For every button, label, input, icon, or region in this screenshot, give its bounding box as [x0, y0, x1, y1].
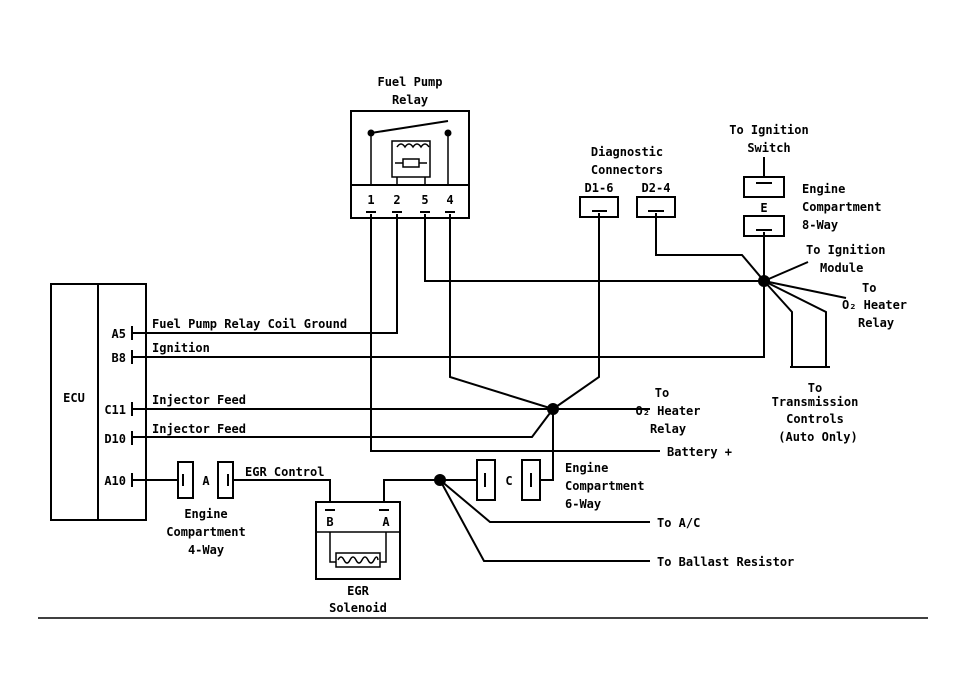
o2-heater-top-line-3: Relay: [858, 316, 894, 330]
egr-line-2: Solenoid: [329, 601, 387, 615]
splice-injector: [547, 403, 559, 415]
ecu-pin-b8: B8: [112, 351, 126, 365]
egr-pin-b: B: [326, 515, 333, 529]
wire-fuel-pump-ground: [132, 214, 398, 334]
eng-comp-8way-connector-label: E: [760, 201, 767, 215]
connector-a-line-1: Engine: [184, 507, 227, 521]
connector-a-line-3: 4-Way: [188, 543, 224, 557]
egr-pin-a: A: [382, 515, 390, 529]
ignition-switch-plug: [743, 176, 785, 198]
ignition-switch-line-1: To Ignition: [729, 123, 808, 137]
relay-pin-1: 1: [367, 193, 374, 207]
splice-egr: [434, 474, 446, 486]
ecu-pin-c11: C11: [104, 403, 126, 417]
relay-title-1: Fuel Pump: [377, 75, 442, 89]
o2-heater-top-line-2: O₂ Heater: [842, 298, 907, 312]
o2-heater-mid-line-2: O₂ Heater: [635, 404, 700, 418]
o2-heater-top-line-1: To: [862, 281, 876, 295]
connector-c-line-1: Engine: [565, 461, 608, 475]
ecu-label: ECU: [63, 391, 85, 405]
ecu-pin-d10: D10: [104, 432, 126, 446]
o2-heater-mid-line-3: Relay: [650, 422, 686, 436]
o2-heater-mid-line-1: To: [655, 386, 669, 400]
label-fuel-pump-ground: Fuel Pump Relay Coil Ground: [152, 317, 347, 331]
transmission-line-4: (Auto Only): [778, 430, 857, 444]
splice-ignition: [758, 275, 770, 287]
connector-a-label: A: [202, 474, 210, 488]
connector-a: A Engine Compartment 4-Way: [166, 461, 246, 557]
diag-title-1: Diagnostic: [591, 145, 663, 159]
egr-solenoid: B A EGR Solenoid: [315, 501, 401, 615]
eng-comp-8way-line-2: Compartment: [802, 200, 881, 214]
ecu-pin-a10: A10: [104, 474, 126, 488]
ign-module-line-2: Module: [820, 261, 863, 275]
connector-c-label: C: [505, 474, 512, 488]
label-injector-2: Injector Feed: [152, 422, 246, 436]
wire-battery: [370, 214, 660, 452]
relay-pin-5: 5: [421, 193, 428, 207]
wire-d2-4: [655, 213, 765, 282]
label-injector-1: Injector Feed: [152, 393, 246, 407]
ignition-switch-line-2: Switch: [747, 141, 790, 155]
wires: [132, 213, 847, 562]
wire-injector-d10: [132, 408, 554, 438]
transmission-line-2: Transmission: [772, 395, 859, 409]
fuel-pump-relay: Fuel Pump Relay 1 2 5 4: [350, 75, 470, 219]
connector-a-line-2: Compartment: [166, 525, 245, 539]
wire-d1-6: [552, 213, 600, 410]
wire-relay-pin5: [424, 214, 764, 282]
relay-coil-winding: [396, 143, 430, 149]
ign-module-line-1: To Ignition: [806, 243, 885, 257]
relay-pin-4: 4: [446, 193, 453, 207]
relay-coil-box: [391, 140, 431, 178]
diag-conn-d1-6-label: D1-6: [585, 181, 614, 195]
wire-to-ballast: [439, 479, 650, 562]
wire-ignition: [132, 281, 765, 358]
connector-c: C Engine Compartment 6-Way: [476, 459, 644, 511]
ecu-module: ECU A5 B8 C11 D10 A10: [50, 283, 147, 521]
wire-relay-pin4: [449, 214, 554, 410]
transmission-line-3: Controls: [786, 412, 844, 426]
label-to-ballast: To Ballast Resistor: [657, 555, 794, 569]
transmission-line-1: To: [808, 381, 822, 395]
diag-conn-d2-4-label: D2-4: [642, 181, 671, 195]
diag-title-2: Connectors: [591, 163, 663, 177]
egr-coil: [335, 552, 381, 568]
egr-line-1: EGR: [347, 584, 369, 598]
ignition-switch-connector: To Ignition Switch E Engine Compartment …: [729, 123, 881, 237]
connector-c-line-3: 6-Way: [565, 497, 601, 511]
wire-to-ac: [439, 479, 650, 523]
label-ignition: Ignition: [152, 341, 210, 355]
label-egr-control: EGR Control: [245, 465, 324, 479]
label-to-ac: To A/C: [657, 516, 700, 530]
eng-comp-8way-line-1: Engine: [802, 182, 845, 196]
eng-comp-8way-line-3: 8-Way: [802, 218, 838, 232]
relay-pin-2: 2: [393, 193, 400, 207]
ecu-pin-a5: A5: [112, 327, 126, 341]
relay-switch-arm: [370, 120, 449, 134]
relay-title-2: Relay: [392, 93, 428, 107]
connector-c-line-2: Compartment: [565, 479, 644, 493]
label-battery: Battery +: [667, 445, 732, 459]
diagnostic-connectors: Diagnostic Connectors D1-6 D2-4: [579, 145, 676, 218]
